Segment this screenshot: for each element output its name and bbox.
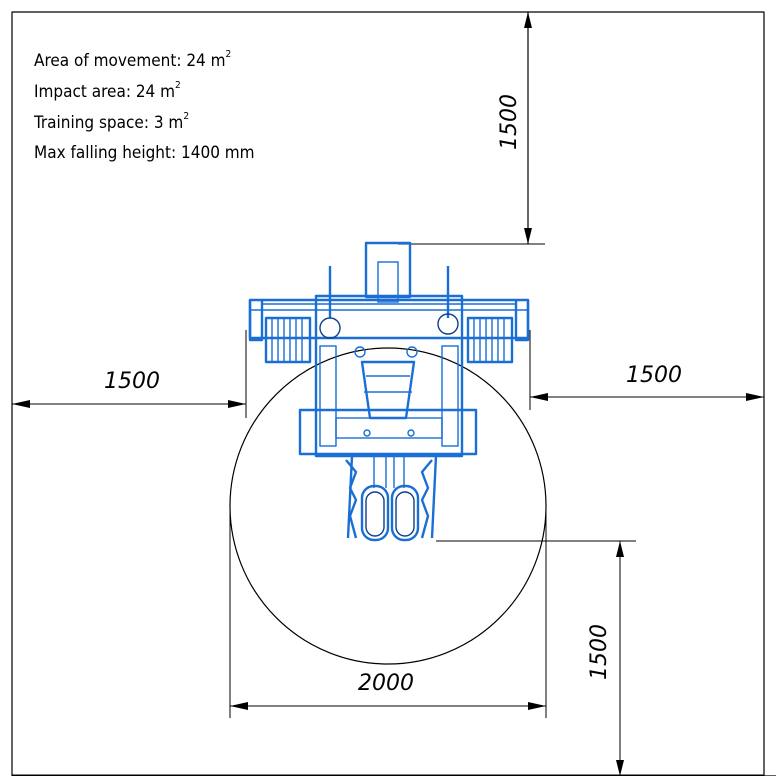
area-of-movement-text: Area of movement: 24 m <box>34 51 226 71</box>
svg-text:Impact area: 24 m2: Impact area: 24 m2 <box>34 80 181 102</box>
max-falling-height-text: Max falling height: 1400 mm <box>34 143 255 163</box>
fitness-equipment-top-view <box>248 241 530 542</box>
impact-area-sup: 2 <box>175 80 181 91</box>
training-space-text: Training space: 3 m <box>33 113 183 133</box>
dimension-right-label: 1500 <box>626 363 682 388</box>
dimension-top-label: 1500 <box>497 94 522 150</box>
dimension-left-label: 1500 <box>104 369 160 394</box>
svg-text:Training space: 3 m2: Training space: 3 m2 <box>33 111 189 133</box>
dimension-bottom-right-label: 1500 <box>587 624 612 680</box>
dimension-bottom-right: 1500 <box>436 540 636 776</box>
weight-plates-left <box>264 316 312 364</box>
dimension-top: 1500 <box>398 12 545 245</box>
info-block: Area of movement: 24 m2 Impact area: 24 … <box>33 49 255 163</box>
training-space-sup: 2 <box>183 111 189 122</box>
area-of-movement-sup: 2 <box>226 49 232 60</box>
dimension-bottom-width-label: 2000 <box>358 671 414 696</box>
dimension-left: 1500 <box>12 330 247 418</box>
impact-area-text: Impact area: 24 m <box>34 82 175 102</box>
zone-outline <box>11 11 765 776</box>
dimension-bottom-width: 2000 <box>229 506 547 718</box>
svg-text:Area of movement: 24 m2: Area of movement: 24 m2 <box>34 49 231 71</box>
dimension-right: 1500 <box>529 330 764 410</box>
weight-plates-right <box>466 316 514 364</box>
